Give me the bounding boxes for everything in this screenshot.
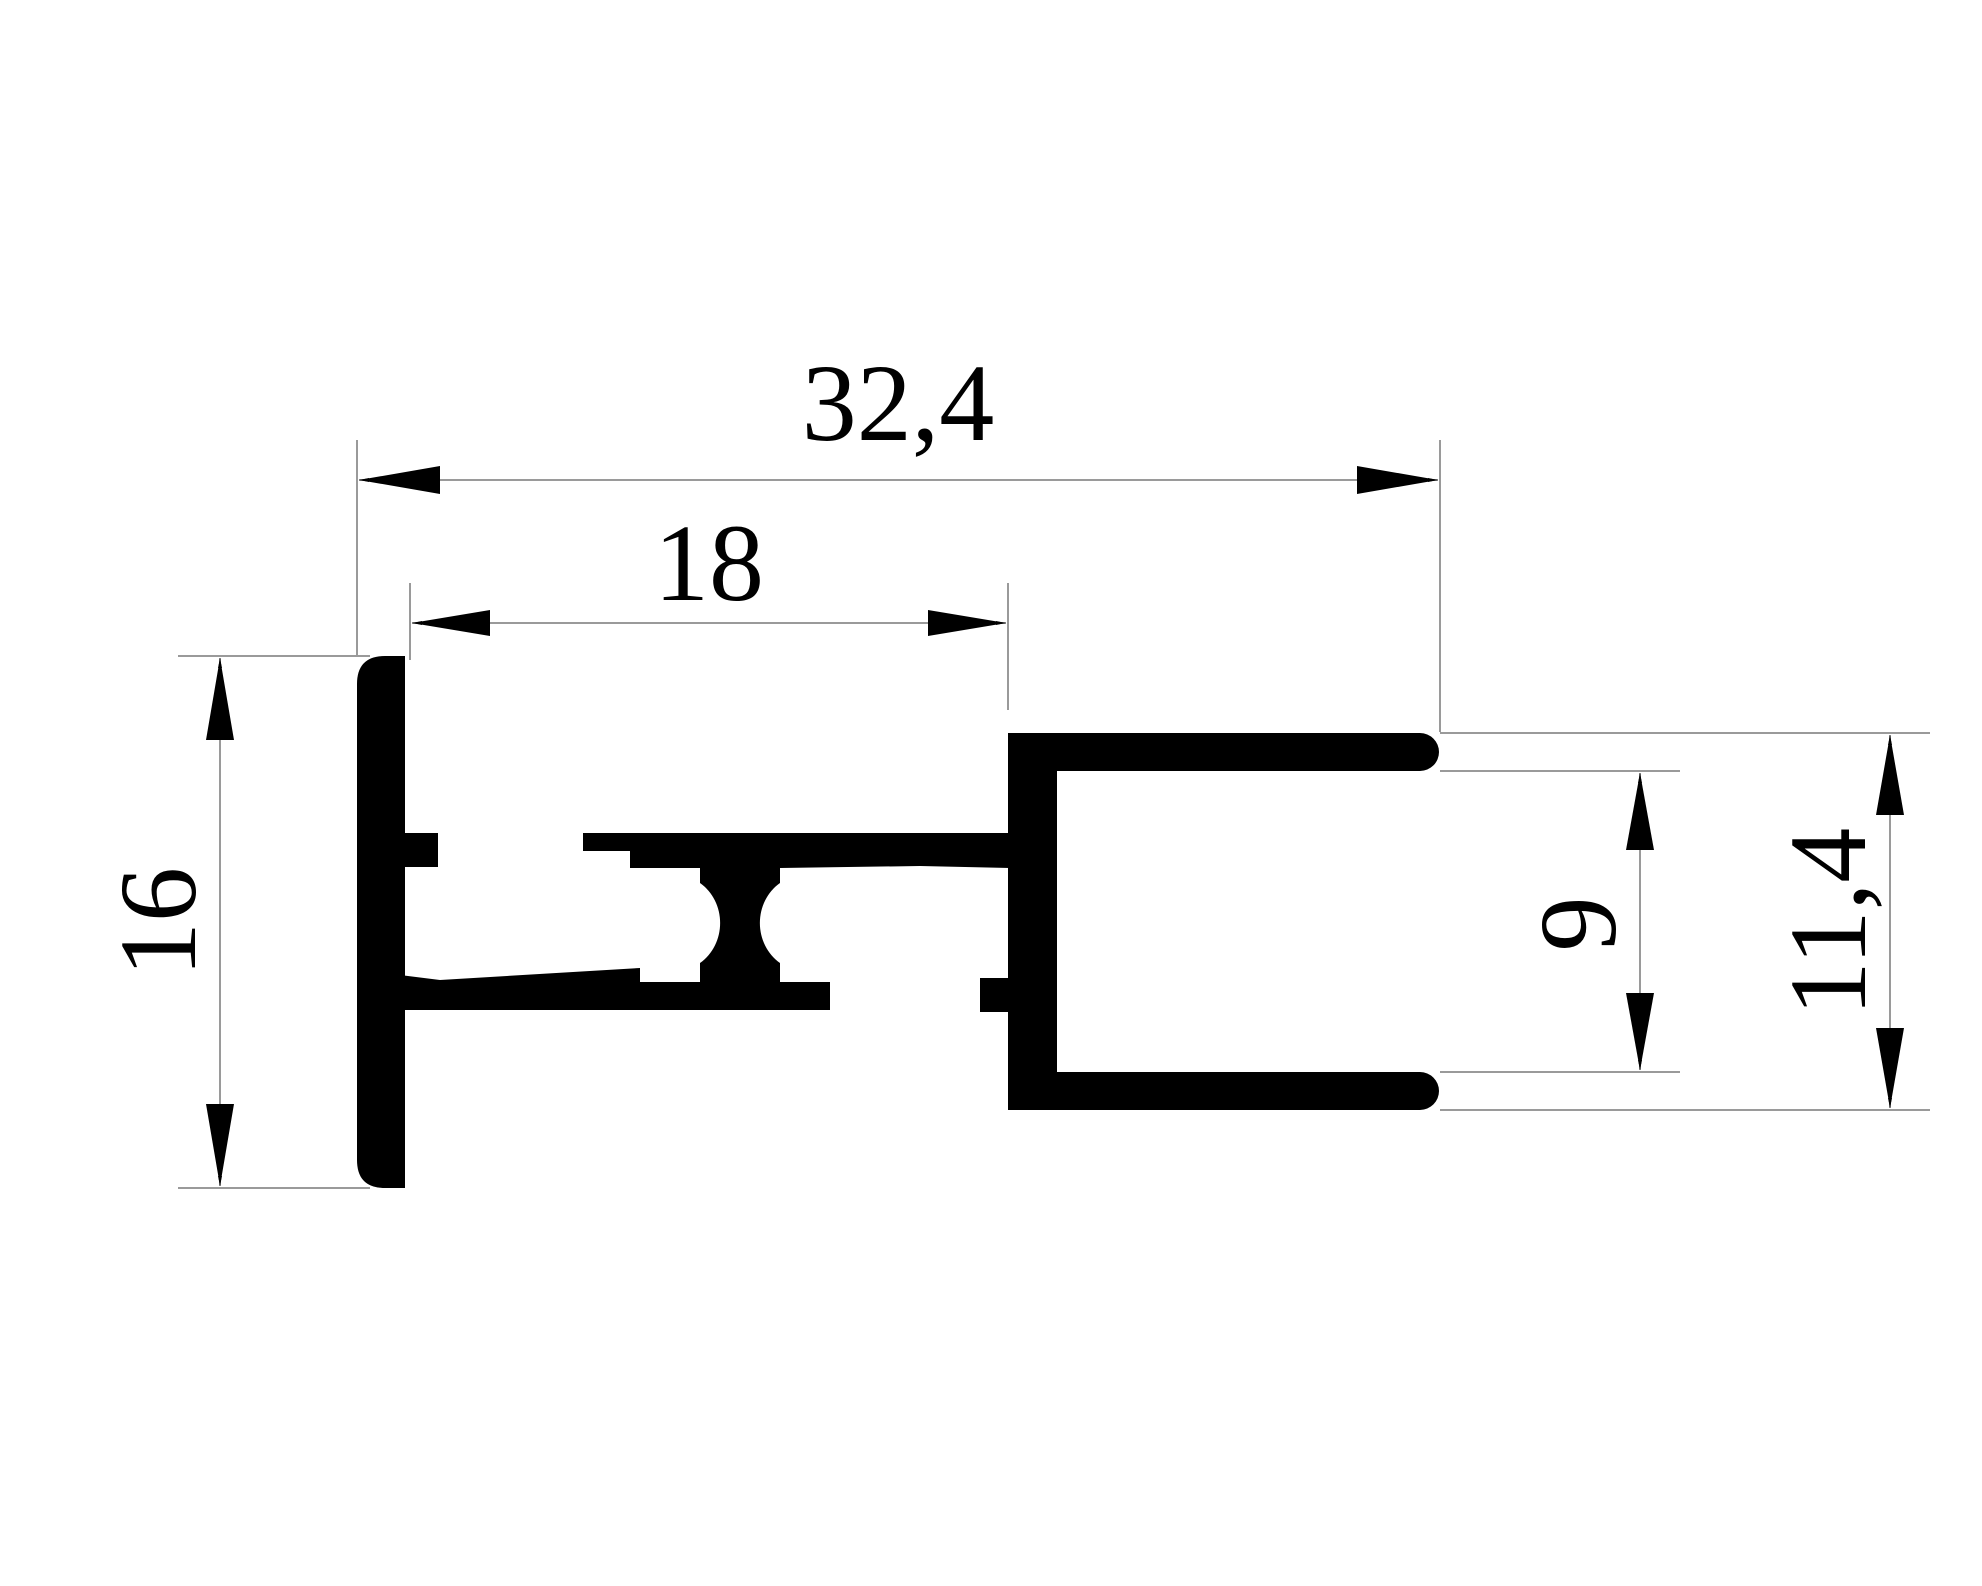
arrow-inner-left (412, 610, 490, 636)
extension-lines (178, 440, 1930, 1189)
dim-channel-outer-label: 11,4 (1767, 828, 1889, 1016)
u-channel (1008, 733, 1439, 1110)
dim-channel-inner-label: 9 (1517, 897, 1639, 952)
dim-height-label: 16 (97, 867, 219, 977)
dim-inner-width-label: 18 (654, 502, 764, 624)
arrow-height-bottom (206, 1104, 234, 1186)
arrow-inner-right (928, 610, 1006, 636)
arrow-overall-right (1357, 466, 1438, 494)
arrow-channel-outer-top (1876, 735, 1904, 815)
arrow-height-top (206, 658, 234, 740)
lower-web (400, 968, 830, 1010)
central-connector (583, 833, 1010, 982)
arrow-channel-inner-bottom (1626, 993, 1654, 1070)
left-flange (357, 656, 405, 1188)
dim-overall-width-label: 32,4 (802, 342, 995, 464)
flange-upper-key (400, 833, 438, 867)
arrowheads (206, 466, 1904, 1186)
arrow-channel-outer-bottom (1876, 1028, 1904, 1108)
profile-section (357, 656, 1439, 1188)
arrow-channel-inner-top (1626, 773, 1654, 850)
arrow-overall-left (359, 466, 440, 494)
